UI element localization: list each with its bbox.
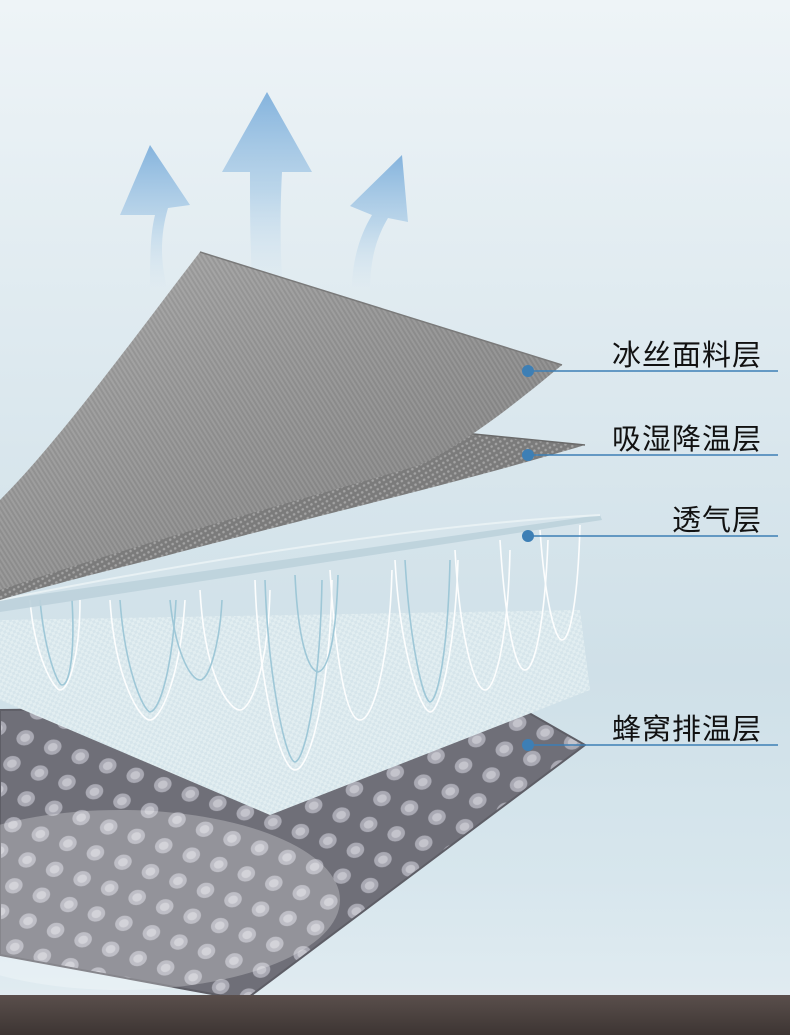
label-moisture-layer: 吸湿降温层 [611, 422, 762, 456]
ice-silk-layer-graphic [0, 251, 563, 590]
label-breathable-layer: 透气层 [671, 503, 762, 537]
breathable-film-graphic [0, 514, 602, 612]
breathable-fibers [29, 524, 581, 771]
airflow-arrows [120, 92, 408, 292]
label-honeycomb-layer: 蜂窝排温层 [611, 712, 762, 746]
label-ice-silk-layer: 冰丝面料层 [611, 338, 762, 372]
arrow-center-icon [222, 92, 312, 290]
bottom-band [0, 995, 790, 1035]
arrow-right-icon [350, 155, 408, 292]
arrow-left-icon [120, 145, 190, 292]
